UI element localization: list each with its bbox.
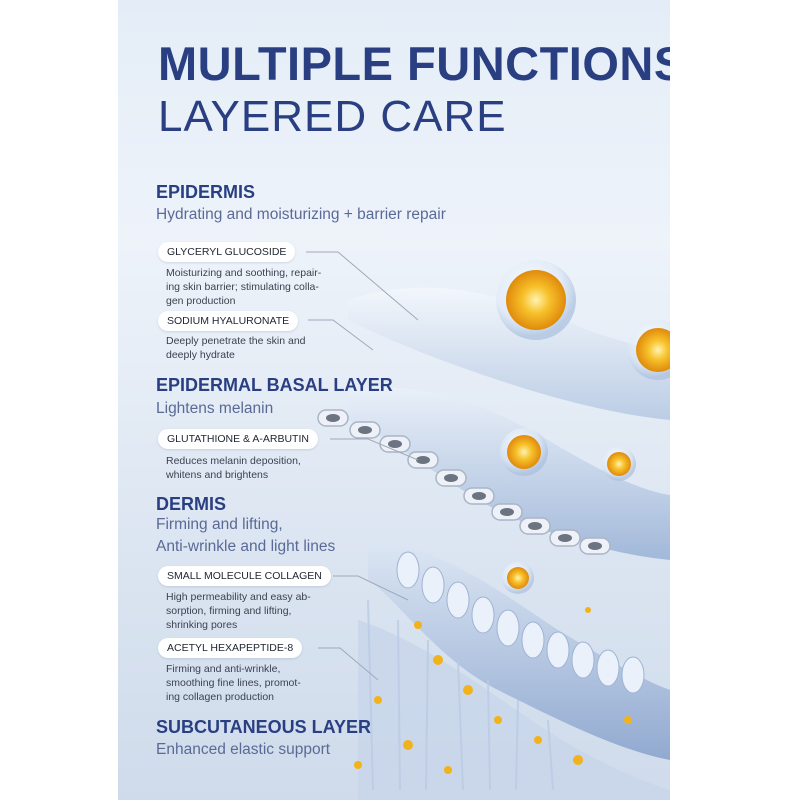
description-line: ing collagen production <box>166 691 274 703</box>
ingredient-description: Reduces melanin deposition, whitens and … <box>166 454 301 482</box>
description-line: ing skin barrier; stimulating colla- <box>166 281 319 293</box>
connector-lines <box>306 251 419 681</box>
description-line: High permeability and easy ab- <box>166 591 311 603</box>
ingredient-description: Firming and anti-wrinkle, smoothing fine… <box>166 662 301 704</box>
description-line: gen production <box>166 295 236 307</box>
description-line: Deeply penetrate the skin and <box>166 335 306 347</box>
basal-layer-title: EPIDERMAL BASAL LAYER <box>156 375 393 395</box>
ingredient-pill-acetyl-hexapeptide: ACETYL HEXAPEPTIDE-8 <box>158 638 303 658</box>
dermis-sheet <box>368 540 670 760</box>
description-line: deeply hydrate <box>166 349 235 361</box>
subcutaneous-title: SUBCUTANEOUS LAYER <box>156 717 372 737</box>
dermis-title: DERMIS <box>156 494 227 514</box>
basal-layer-subtitle: Lightens melanin <box>156 400 274 417</box>
basal-cell-nuclei <box>326 414 602 550</box>
epidermis-subtitle: Hydrating and moisturizing + barrier rep… <box>156 206 446 223</box>
description-line: sorption, firming and lifting, <box>166 605 292 617</box>
description-line: smoothing fine lines, promot- <box>166 677 301 689</box>
ingredient-pill-glutathione: GLUTATHIONE & A-ARBUTIN <box>158 429 318 449</box>
headline-line2: LAYERED CARE <box>158 92 507 141</box>
epidermis-title: EPIDERMIS <box>156 182 256 202</box>
description-line: Firming and anti-wrinkle, <box>166 663 281 675</box>
description-line: shrinking pores <box>166 619 238 631</box>
description-line: Reduces melanin deposition, <box>166 455 301 467</box>
description-line: Moisturizing and soothing, repair- <box>166 267 322 279</box>
gold-droplets <box>354 607 632 774</box>
subtitle-line: Anti-wrinkle and light lines <box>156 538 336 555</box>
ingredient-description: Moisturizing and soothing, repair- ing s… <box>166 266 321 308</box>
ingredient-pill-glyceryl-glucoside: GLYCERYL GLUCOSIDE <box>158 242 296 262</box>
headline-line1: MULTIPLE FUNCTIONS <box>158 37 670 90</box>
collagen-fibres <box>367 599 554 791</box>
subtitle-line: Firming and lifting, <box>156 516 283 533</box>
description-line: whitens and brightens <box>166 469 269 481</box>
ingredient-pill-collagen: SMALL MOLECULE COLLAGEN <box>158 566 331 586</box>
poster: MULTIPLE FUNCTIONS LAYERED CARE EPIDERMI… <box>118 0 670 800</box>
basal-sheet <box>348 387 670 560</box>
lower-sheet <box>358 620 670 800</box>
dermis-cells <box>396 551 645 694</box>
epidermis-sheet <box>348 287 670 420</box>
ingredient-description: Deeply penetrate the skin and deeply hyd… <box>166 334 306 362</box>
dermis-subtitle: Firming and lifting, Anti-wrinkle and li… <box>156 514 335 558</box>
skin-layers-illustration <box>306 251 670 800</box>
ingredient-description: High permeability and easy ab- sorption,… <box>166 590 311 632</box>
ingredient-pill-sodium-hyaluronate: SODIUM HYALURONATE <box>158 311 299 331</box>
subcutaneous-subtitle: Enhanced elastic support <box>156 741 331 758</box>
